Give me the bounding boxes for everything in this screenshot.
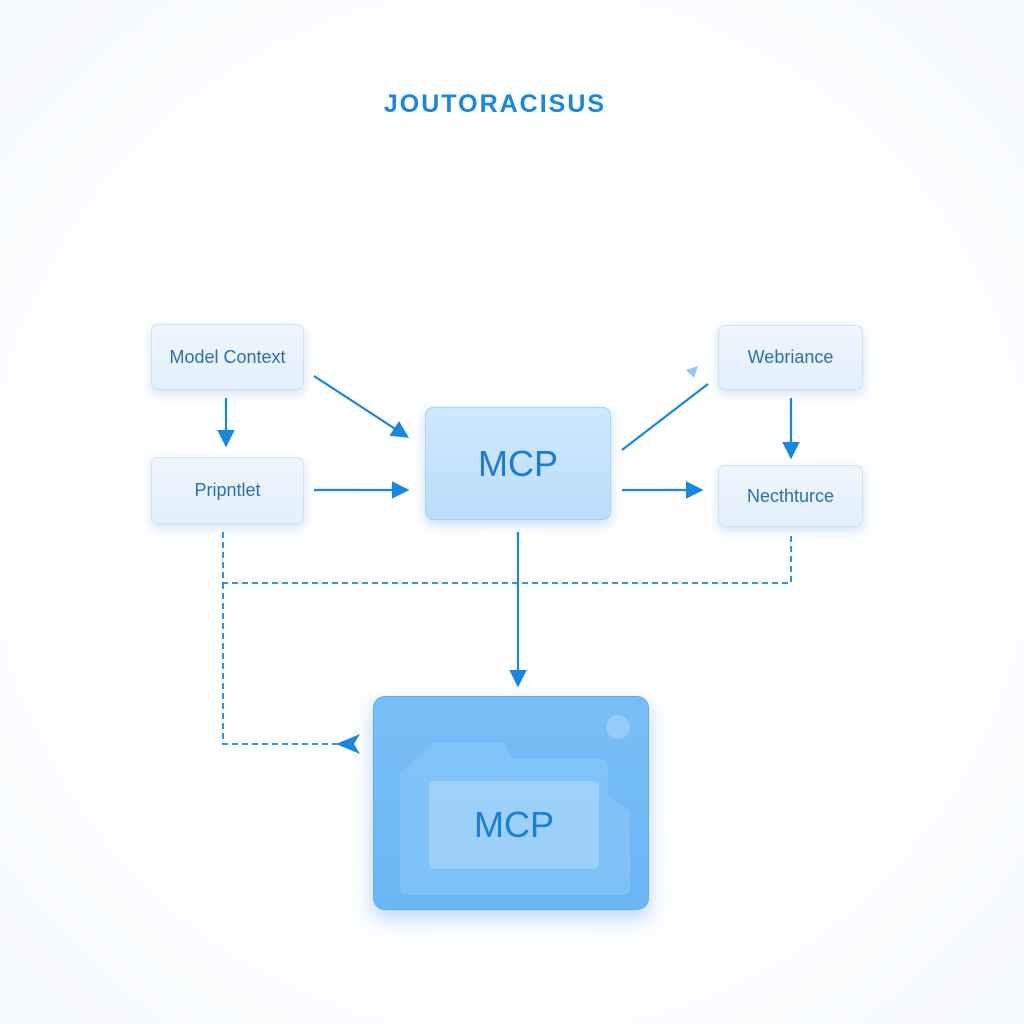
node-model-context[interactable]: Model Context [151, 324, 304, 390]
node-pripntlet-label: Pripntlet [194, 480, 261, 500]
node-pripntlet[interactable]: Pripntlet [151, 457, 304, 524]
arrowhead-into-card [336, 734, 360, 754]
edge-mcp-to-webriance [621, 383, 709, 451]
node-model-context-label: Model Context [169, 346, 286, 367]
circle-dot-icon [606, 715, 630, 739]
diagram-title: JOUTORACISUS [383, 90, 607, 118]
node-mcp-hub-label: MCP [478, 442, 558, 484]
node-necthturce[interactable]: Necthturce [718, 465, 863, 527]
dashed-connector-horizontal [222, 532, 792, 584]
small-arrowhead [686, 366, 698, 378]
dashed-connector-to-card [222, 583, 344, 745]
folder-icon [400, 743, 630, 895]
node-necthturce-label: Necthturce [746, 485, 835, 506]
node-webriance[interactable]: Webriance [718, 325, 863, 390]
node-mcp-hub[interactable]: MCP [425, 407, 611, 520]
node-webriance-label: Webriance [747, 347, 834, 367]
edge-model-context-to-mcp [313, 375, 409, 438]
mcp-card[interactable]: MCP [373, 696, 649, 910]
mcp-card-inner-panel: MCP [429, 781, 599, 869]
mcp-card-label: MCP [474, 804, 554, 845]
